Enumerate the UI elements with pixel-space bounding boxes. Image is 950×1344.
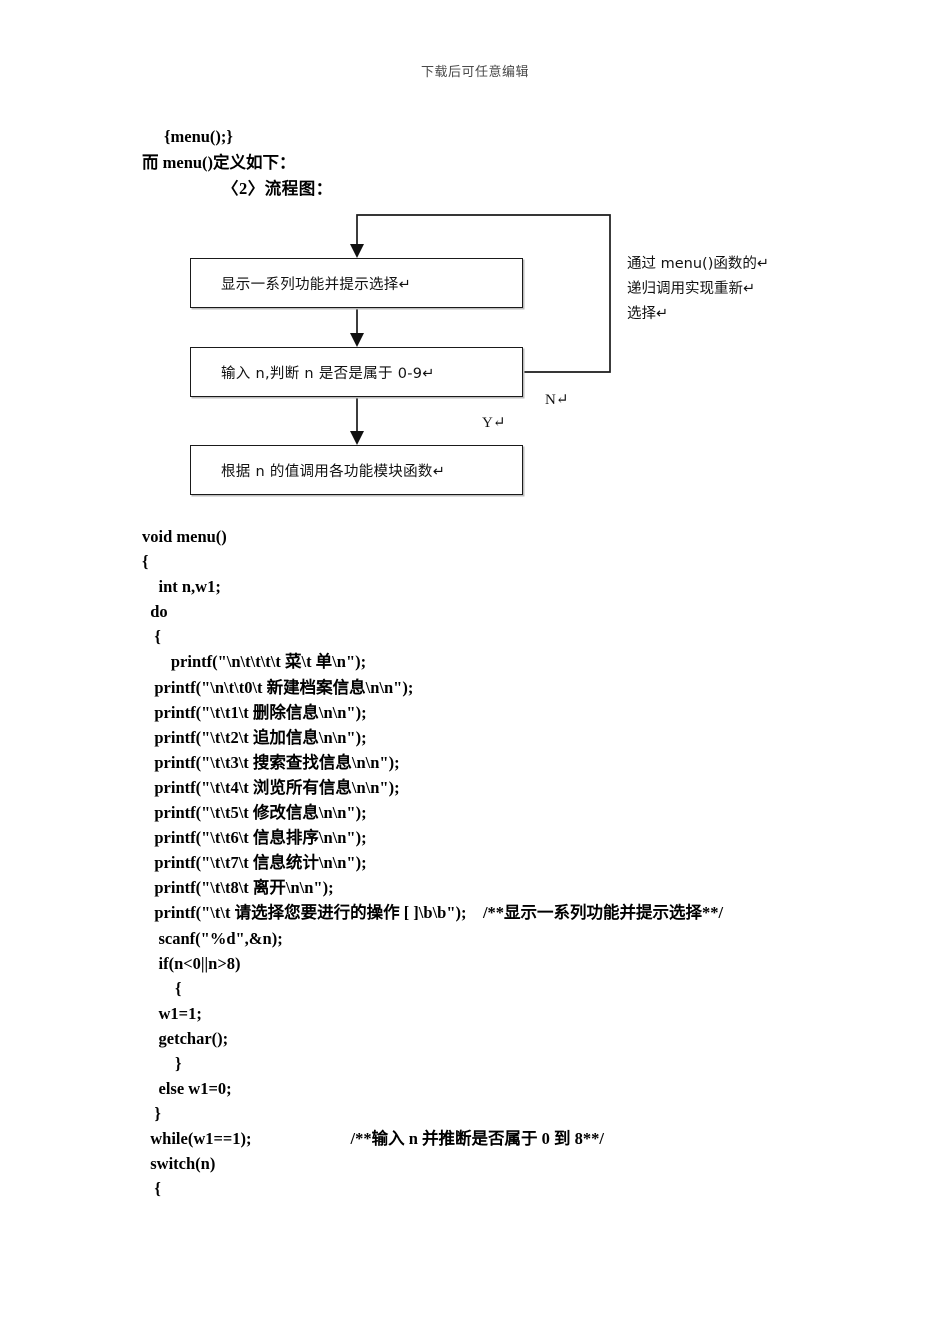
code-line: w1=1;	[142, 1003, 202, 1023]
code-line: printf("\t\t6\t 信息排序\n\n");	[142, 828, 367, 848]
intro-text-block: {menu();} 而 menu()定义如下： 〈2〉流程图：	[142, 124, 842, 202]
code-line: }	[142, 1053, 182, 1073]
flow-box-input-validate: 输入 n,判断 n 是否是属于 0-9↵	[190, 347, 523, 397]
code-line: printf("\t\t2\t 追加信息\n\n");	[142, 727, 367, 747]
code-line: getchar();	[142, 1028, 229, 1048]
source-code-block: void menu() { int n,w1; do { printf("\n\t…	[142, 524, 902, 1202]
code-line: printf("\t\t8\t 离开\n\n");	[142, 878, 334, 898]
code-line: void menu()	[142, 527, 227, 546]
code-line: {	[142, 978, 182, 998]
code-line: {	[142, 1179, 161, 1199]
intro-line-1: {menu();}	[164, 127, 233, 146]
edge-label-no: N↵	[545, 392, 569, 408]
edge-label-yes: Y↵	[482, 415, 506, 431]
flow-box-display-menu: 显示一系列功能并提示选择↵	[190, 258, 523, 308]
page-watermark: 下载后可任意编辑	[420, 65, 529, 80]
code-line: printf("\t\t7\t 信息统计\n\n");	[142, 853, 367, 873]
code-line: int n,w1;	[142, 577, 221, 597]
annotation-line-3: 选择↵	[627, 306, 669, 322]
code-line: printf("\n\t\t\t\t 菜\t 单\n");	[142, 652, 367, 672]
code-line: if(n<0||n>8)	[142, 953, 241, 973]
flow-box-2-label: 输入 n,判断 n 是否是属于 0-9↵	[221, 365, 435, 382]
code-line: while(w1==1); /**输入 n 并推断是否属于 0 到 8**/	[142, 1129, 605, 1149]
code-line: scanf("%d",&n);	[142, 928, 283, 948]
flow-box-call-module: 根据 n 的值调用各功能模块函数↵	[190, 445, 523, 495]
code-line: printf("\t\t 请选择您要进行的操作 [ ]\b\b"); /**显示…	[142, 903, 724, 923]
code-line: printf("\t\t5\t 修改信息\n\n");	[142, 803, 367, 823]
code-line: printf("\t\t3\t 搜索查找信息\n\n");	[142, 752, 400, 772]
code-line: else w1=0;	[142, 1079, 232, 1099]
flow-box-3-label: 根据 n 的值调用各功能模块函数↵	[221, 463, 446, 480]
flowchart-annotation: 通过 menu()函数的↵ 递归调用实现重新↵ 选择↵	[627, 252, 769, 327]
code-line: printf("\n\t\t0\t 新建档案信息\n\n");	[142, 677, 414, 697]
code-line: switch(n)	[142, 1154, 216, 1174]
code-line: {	[142, 552, 149, 572]
code-line: printf("\t\t4\t 浏览所有信息\n\n");	[142, 777, 400, 797]
code-line: }	[142, 1104, 161, 1124]
annotation-line-1: 通过 menu()函数的↵	[627, 256, 769, 272]
code-line: printf("\t\t1\t 删除信息\n\n");	[142, 702, 367, 722]
annotation-line-2: 递归调用实现重新↵	[627, 281, 756, 297]
code-line: do	[142, 602, 168, 622]
code-line: {	[142, 627, 161, 647]
flow-box-1-label: 显示一系列功能并提示选择↵	[221, 276, 412, 293]
intro-line-2: 而 menu()定义如下：	[142, 153, 296, 172]
intro-line-3: 〈2〉流程图：	[222, 179, 333, 198]
